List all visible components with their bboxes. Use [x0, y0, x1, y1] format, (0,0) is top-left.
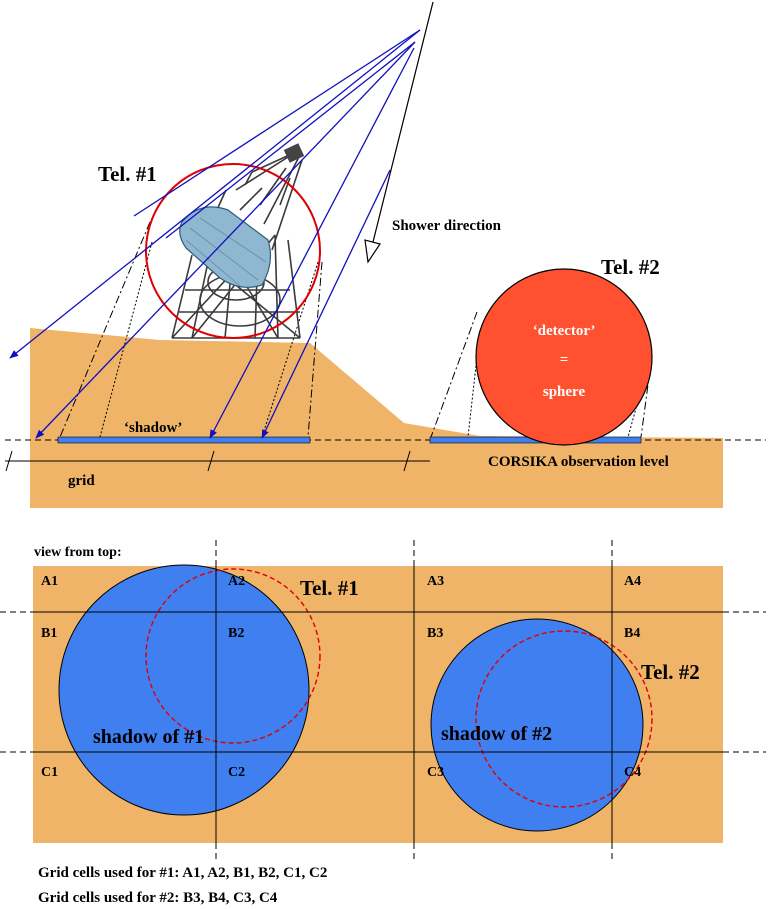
caption-line-1: Grid cells used for #1: A1, A2, B1, B2, … — [38, 865, 327, 881]
shower-direction-arrowhead — [364, 239, 381, 264]
tel2-footprint-circle — [475, 630, 653, 808]
cell-label-B3: B3 — [427, 626, 443, 641]
shadow-circle-1 — [58, 564, 310, 816]
tel2-label: Tel. #2 — [601, 255, 660, 279]
tel1-detector-circle — [145, 163, 321, 339]
tel1-footprint-circle — [145, 568, 321, 744]
cell-label-C2: C2 — [228, 765, 245, 780]
ground-terrain — [30, 328, 723, 508]
cell-label-B4: B4 — [624, 626, 640, 641]
shower-direction-arrow — [371, 1, 434, 247]
cell-label-A2: A2 — [228, 574, 245, 589]
detector-label-line1: ‘detector’ — [533, 323, 596, 339]
observation-level-label: CORSIKA observation level — [488, 454, 669, 470]
cell-label-C3: C3 — [427, 765, 444, 780]
grid-lines — [0, 540, 766, 862]
tel1-label: Tel. #1 — [98, 162, 157, 186]
shadow-bar-1 — [57, 436, 311, 444]
top-view-heading: view from top: — [34, 545, 122, 560]
shower-direction-label: Shower direction — [392, 218, 502, 234]
cell-label-C4: C4 — [624, 765, 641, 780]
detector-label-line2: = — [560, 352, 569, 368]
cell-label-B1: B1 — [41, 626, 57, 641]
cell-label-C1: C1 — [41, 765, 58, 780]
grid-label: grid — [68, 473, 95, 489]
tel2-detector-sphere — [475, 268, 653, 446]
top-view: view from top: A1 A2 A3 — [0, 540, 766, 862]
cell-label-A1: A1 — [41, 574, 58, 589]
shadow1-label: shadow of #1 — [93, 726, 204, 748]
caption-line-2: Grid cells used for #2: B3, B4, C3, C4 — [38, 890, 278, 906]
side-view: Tel. #1 Tel. #2 Shower direction ‘detect… — [5, 1, 766, 508]
cell-label-A4: A4 — [624, 574, 641, 589]
cell-label-B2: B2 — [228, 626, 244, 641]
shower-particle-rays — [9, 29, 421, 439]
telescope-mirror — [179, 206, 272, 288]
telescope-camera — [283, 143, 305, 163]
shadow2-label: shadow of #2 — [441, 723, 552, 745]
top-tel2-label: Tel. #2 — [641, 660, 700, 684]
grid-tick-1 — [5, 450, 13, 472]
shadow-circle-2 — [430, 618, 644, 832]
detector-label-line3: sphere — [543, 384, 586, 400]
cell-label-A3: A3 — [427, 574, 444, 589]
shadow-label: ‘shadow’ — [124, 420, 182, 436]
top-tel1-label: Tel. #1 — [300, 576, 359, 600]
grid-tick-3 — [403, 450, 411, 472]
grid-tick-2 — [207, 450, 215, 472]
